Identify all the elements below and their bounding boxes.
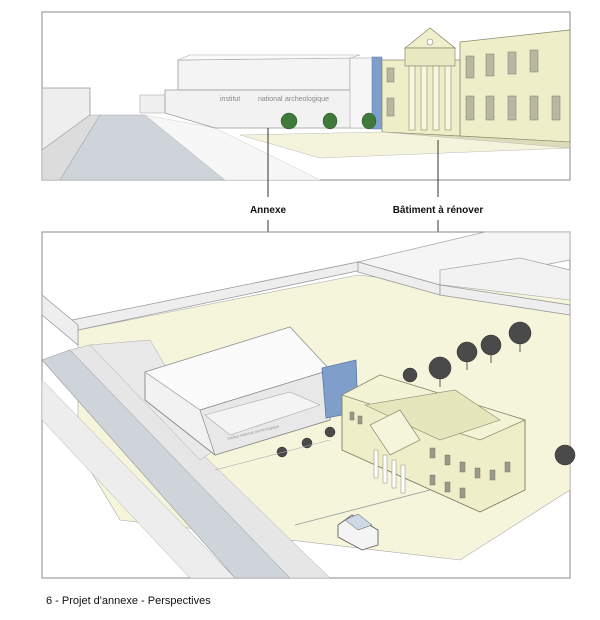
bush-icon xyxy=(280,112,377,130)
figure-caption: 6 - Projet d'annexe - Perspectives xyxy=(46,595,211,607)
forecourt-top xyxy=(239,131,571,159)
sign-word-archeologique: archeologique xyxy=(285,96,329,103)
label-batiment: Bâtiment à rénover xyxy=(393,205,484,216)
sign-word-national: national xyxy=(258,96,283,103)
tree-trunks xyxy=(439,344,521,387)
classical-building-top xyxy=(381,27,571,149)
plaza xyxy=(144,114,321,181)
classical-building-bottom xyxy=(341,374,526,513)
tree-icon xyxy=(276,321,576,466)
top-perspective-panel: institut national archeologique xyxy=(41,11,571,181)
annex-building-bottom: institut national archeologique xyxy=(144,326,359,456)
annex-building-top: institut national archeologique xyxy=(139,54,383,130)
sign-word-institut: institut xyxy=(220,96,240,103)
car-icon xyxy=(337,513,379,551)
label-annexe: Annexe xyxy=(250,205,287,216)
bottom-aerial-panel: institut national archeologique xyxy=(41,231,576,579)
perimeter-walls xyxy=(41,261,571,346)
